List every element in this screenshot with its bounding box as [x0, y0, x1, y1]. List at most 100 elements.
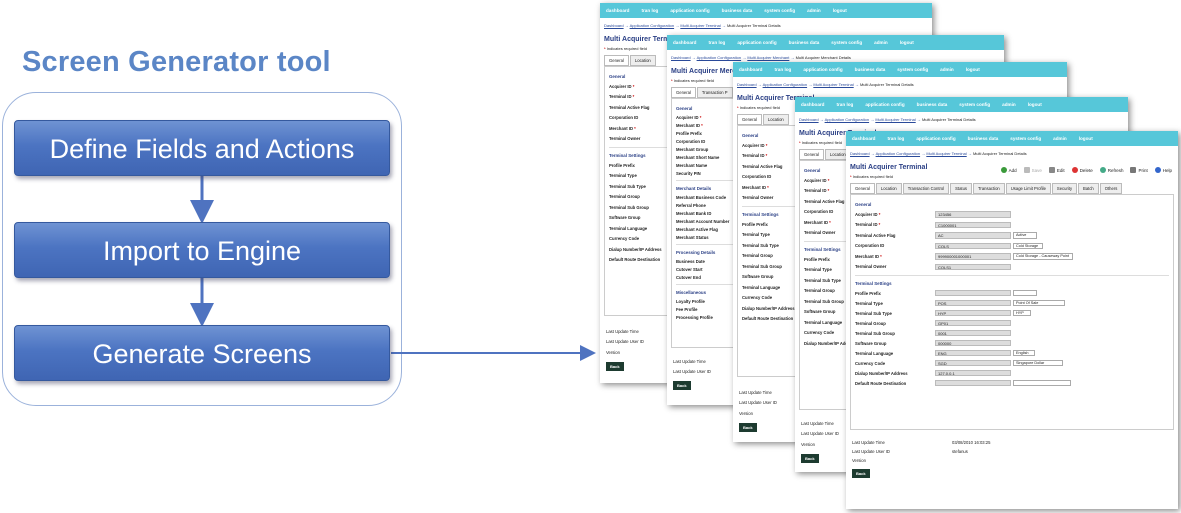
currency-code-select[interactable]: Singapore Dollar — [1013, 359, 1063, 367]
nav-system-config[interactable]: system config — [897, 67, 929, 72]
tab-general[interactable]: General — [799, 149, 824, 160]
terminal-group-input[interactable]: GP01 — [935, 319, 1011, 327]
dialup-number-input[interactable]: 127.0.0.1 — [935, 369, 1011, 377]
print-button[interactable]: Print — [1130, 167, 1148, 173]
tab-usage-limit-profile[interactable]: Usage Limit Profile — [1005, 183, 1051, 194]
nav-tran-log[interactable]: tran log — [708, 40, 726, 45]
back-button[interactable]: Back — [739, 422, 757, 432]
nav-application-config[interactable]: application config — [737, 40, 777, 45]
nav-system-config[interactable]: system config — [764, 8, 796, 13]
terminal-language-input[interactable]: ENG — [935, 349, 1011, 357]
nav-admin[interactable]: admin — [1002, 102, 1016, 107]
nav-logout[interactable]: logout — [1078, 136, 1093, 141]
nav-logout[interactable]: logout — [1027, 102, 1042, 107]
profile-prefix-select[interactable] — [1013, 289, 1037, 297]
nav-dashboard[interactable]: dashboard — [852, 136, 876, 141]
terminal-language-select[interactable]: English — [1013, 349, 1035, 357]
crumb-dashboard[interactable]: Dashboard — [799, 117, 819, 122]
crumb-terminal[interactable]: Multi Acquirer Terminal — [813, 82, 854, 87]
nav-dashboard[interactable]: dashboard — [673, 40, 697, 45]
add-button[interactable]: Add — [1000, 167, 1017, 173]
terminal-sub-type-select[interactable]: HYP — [1013, 309, 1031, 317]
tab-transaction-control[interactable]: Transaction Control — [902, 183, 950, 194]
merchant-id-input[interactable]: 999900001000001 — [935, 253, 1011, 260]
profile-prefix-input[interactable] — [935, 289, 1011, 297]
software-group-input[interactable]: 000000 — [935, 339, 1011, 347]
nav-business-data[interactable]: business data — [721, 8, 753, 13]
refresh-button[interactable]: Refresh — [1099, 167, 1123, 173]
terminal-type-select[interactable]: Point Of Sale — [1013, 299, 1065, 307]
crumb-dashboard[interactable]: Dashboard — [737, 82, 757, 87]
nav-system-config[interactable]: system config — [1010, 136, 1042, 141]
terminal-owner-input[interactable]: COLS1 — [935, 263, 1011, 270]
tab-general[interactable]: General — [737, 114, 762, 125]
crumb-app-config[interactable]: Application Configuration — [875, 151, 921, 156]
crumb-dashboard[interactable]: Dashboard — [604, 23, 624, 28]
crumb-dashboard[interactable]: Dashboard — [671, 55, 691, 60]
nav-tran-log[interactable]: tran log — [887, 136, 905, 141]
terminal-active-flag-select[interactable]: Active — [1013, 232, 1037, 239]
crumb-app-config[interactable]: Application Configuration — [696, 55, 742, 60]
terminal-sub-type-input[interactable]: HYP — [935, 309, 1011, 317]
tab-general[interactable]: General — [604, 55, 629, 66]
nav-admin[interactable]: admin — [807, 8, 821, 13]
terminal-active-flag-input[interactable]: AC — [935, 232, 1011, 239]
nav-application-config[interactable]: application config — [916, 136, 956, 141]
default-route-input[interactable] — [935, 379, 1011, 387]
nav-application-config[interactable]: application config — [865, 102, 905, 107]
default-route-select[interactable] — [1013, 379, 1071, 387]
tab-security[interactable]: Security — [1051, 183, 1078, 194]
tab-status[interactable]: Status — [950, 183, 973, 194]
tab-location[interactable]: Location — [762, 114, 789, 125]
terminal-sub-group-input[interactable]: 0001 — [935, 329, 1011, 337]
nav-admin[interactable]: admin — [940, 67, 954, 72]
tab-transaction[interactable]: Transaction — [973, 183, 1005, 194]
nav-tran-log[interactable]: tran log — [641, 8, 659, 13]
nav-logout[interactable]: logout — [832, 8, 847, 13]
back-button[interactable]: Back — [801, 453, 819, 463]
acquirer-id-input[interactable]: 123456 — [935, 211, 1011, 218]
crumb-app-config[interactable]: Application Configuration — [824, 117, 870, 122]
tab-batch[interactable]: Batch — [1078, 183, 1099, 194]
nav-business-data[interactable]: business data — [788, 40, 820, 45]
crumb-merchant[interactable]: Multi Acquirer Merchant — [747, 55, 790, 60]
nav-system-config[interactable]: system config — [959, 102, 991, 107]
crumb-terminal[interactable]: Multi Acquirer Terminal — [926, 151, 967, 156]
crumb-dashboard[interactable]: Dashboard — [850, 151, 870, 156]
tab-location[interactable]: Location — [629, 55, 656, 66]
save-button[interactable]: Save — [1023, 167, 1042, 173]
crumb-terminal[interactable]: Multi Acquirer Terminal — [875, 117, 916, 122]
delete-button[interactable]: Delete — [1071, 167, 1093, 173]
crumb-terminal[interactable]: Multi Acquirer Terminal — [680, 23, 721, 28]
tab-location[interactable]: Location — [875, 183, 902, 194]
currency-code-input[interactable]: SGD — [935, 359, 1011, 367]
nav-business-data[interactable]: business data — [916, 102, 948, 107]
tab-general[interactable]: General — [671, 87, 696, 98]
back-button[interactable]: Back — [852, 469, 870, 478]
nav-logout[interactable]: logout — [899, 40, 914, 45]
nav-application-config[interactable]: application config — [670, 8, 710, 13]
corporation-id-select[interactable]: Cold Storage — [1013, 242, 1043, 249]
nav-admin[interactable]: admin — [874, 40, 888, 45]
nav-business-data[interactable]: business data — [854, 67, 886, 72]
terminal-type-input[interactable]: POS — [935, 299, 1011, 307]
back-button[interactable]: Back — [606, 361, 624, 371]
nav-application-config[interactable]: application config — [803, 67, 843, 72]
nav-tran-log[interactable]: tran log — [774, 67, 792, 72]
corporation-id-input[interactable]: COLS — [935, 242, 1011, 249]
help-button[interactable]: Help — [1154, 167, 1172, 173]
tab-others[interactable]: Others — [1099, 183, 1123, 194]
nav-admin[interactable]: admin — [1053, 136, 1067, 141]
tab-general[interactable]: General — [850, 183, 875, 194]
nav-business-data[interactable]: business data — [967, 136, 999, 141]
crumb-app-config[interactable]: Application Configuration — [629, 23, 675, 28]
terminal-id-input[interactable]: C1000001 — [935, 221, 1011, 228]
nav-logout[interactable]: logout — [965, 67, 980, 72]
nav-dashboard[interactable]: dashboard — [739, 67, 763, 72]
edit-button[interactable]: Edit — [1048, 167, 1065, 173]
nav-dashboard[interactable]: dashboard — [801, 102, 825, 107]
back-button[interactable]: Back — [673, 381, 691, 390]
tab-transaction-profile[interactable]: Transaction P — [696, 87, 733, 98]
crumb-app-config[interactable]: Application Configuration — [762, 82, 808, 87]
merchant-id-select[interactable]: Cold Storage - Causeway Point — [1013, 253, 1073, 260]
